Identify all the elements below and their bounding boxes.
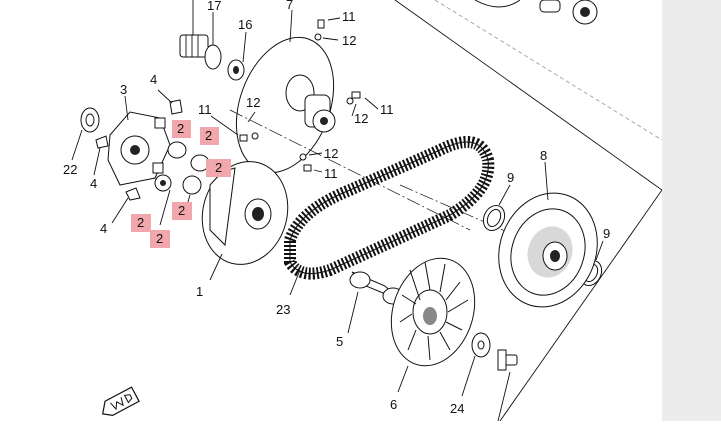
part-4-sliders xyxy=(93,89,183,224)
callout-6: 6 xyxy=(390,397,397,412)
part-6-fan-sheave xyxy=(390,257,476,393)
part-24-washer xyxy=(461,332,491,397)
fwd-arrow-icon xyxy=(101,386,140,416)
callout-12a: 12 xyxy=(342,33,356,48)
part-17-bearing xyxy=(179,0,209,58)
parts-diagram: 2 2 2 2 2 2 1 3 4 4 4 5 6 7 8 9 9 11 11 … xyxy=(63,0,663,422)
crankcase-partial xyxy=(474,0,598,25)
callout-2f: 2 xyxy=(156,231,163,246)
callout-12c: 12 xyxy=(354,111,368,126)
flange-bolt xyxy=(497,349,518,422)
callout-11b: 11 xyxy=(198,102,212,117)
callout-4a: 4 xyxy=(150,72,157,87)
callout-1: 1 xyxy=(196,284,203,299)
fasteners xyxy=(210,17,379,173)
side-panel xyxy=(662,0,721,421)
callout-11d: 11 xyxy=(324,166,338,181)
callout-2a: 2 xyxy=(177,121,184,136)
callout-5: 5 xyxy=(336,334,343,349)
callout-2d: 2 xyxy=(178,203,185,218)
assembly-outline xyxy=(394,0,663,422)
exploded-view-svg: 2 2 2 2 2 2 1 3 4 4 4 5 6 7 8 9 9 11 11 … xyxy=(63,0,663,422)
part-3-roller-carrier xyxy=(107,95,171,186)
callout-16: 16 xyxy=(238,17,252,32)
part-16-collar xyxy=(204,12,247,81)
callout-labels: 2 2 2 2 2 2 1 3 4 4 4 5 6 7 8 9 9 11 11 … xyxy=(63,0,610,416)
callout-9b: 9 xyxy=(603,226,610,241)
callout-2e: 2 xyxy=(137,215,144,230)
callout-9a: 9 xyxy=(507,170,514,185)
callout-12d: 12 xyxy=(324,146,338,161)
callout-24: 24 xyxy=(450,401,464,416)
callout-4b: 4 xyxy=(90,176,97,191)
callout-11c: 11 xyxy=(380,102,394,117)
callout-4c: 4 xyxy=(100,221,107,236)
callout-3: 3 xyxy=(120,82,127,97)
part-22-washer xyxy=(71,107,100,161)
callout-17: 17 xyxy=(207,0,221,13)
callout-23: 23 xyxy=(276,302,290,317)
part-23-v-belt xyxy=(284,136,495,296)
callout-2b: 2 xyxy=(205,128,212,143)
callout-11a: 11 xyxy=(342,9,356,24)
callout-2c: 2 xyxy=(215,160,222,175)
callout-8: 8 xyxy=(540,148,547,163)
callout-7: 7 xyxy=(286,0,293,12)
part-8-clutch-housing xyxy=(498,161,598,308)
part-7-fixed-sheave xyxy=(235,9,336,174)
callout-22: 22 xyxy=(63,162,77,177)
highlight-boxes xyxy=(131,120,231,248)
callout-12b: 12 xyxy=(246,95,260,110)
